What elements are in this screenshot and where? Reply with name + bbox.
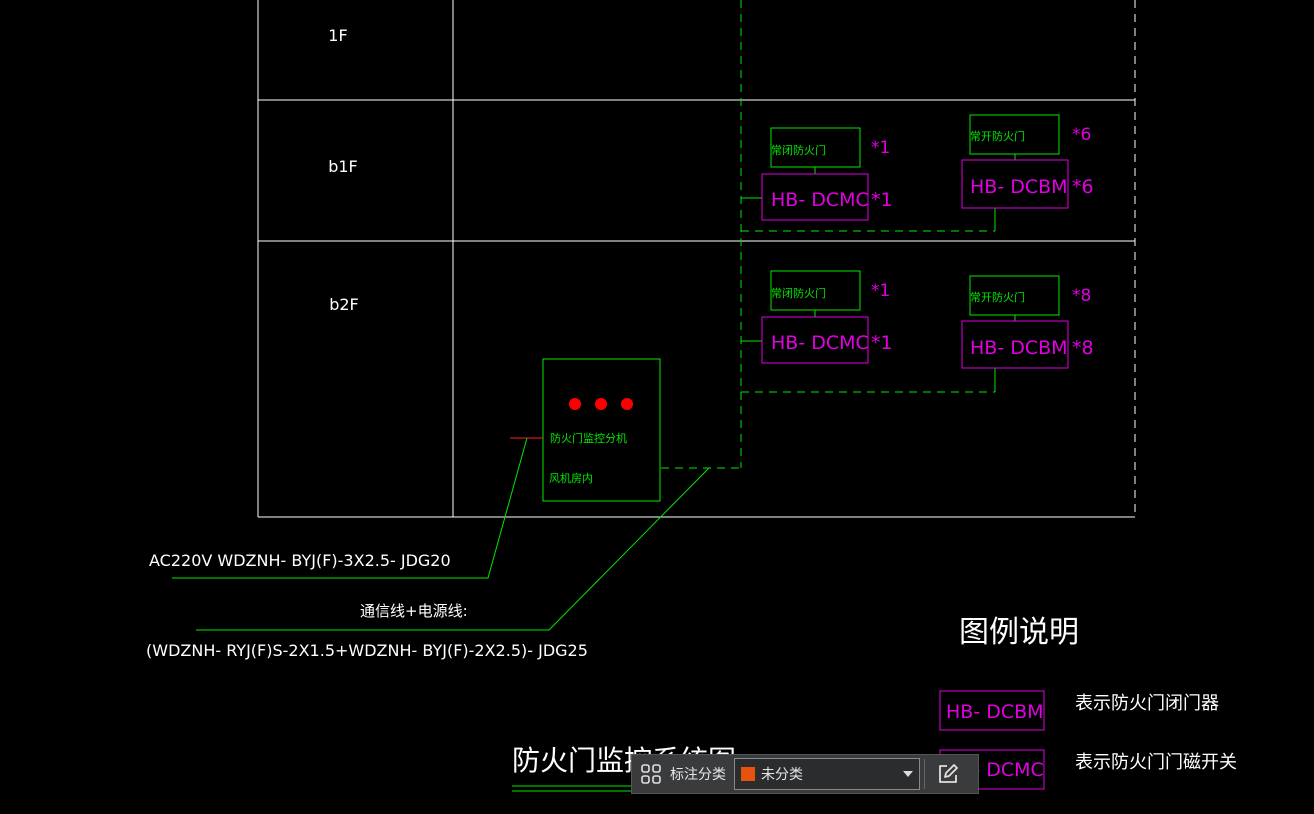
b1f-open-door-box [969, 114, 1060, 155]
annotation-toolbar: 标注分类 未分类 [631, 754, 979, 794]
b1f-dcmc-tag: HB- DCMC [771, 189, 869, 211]
b2f-open-door-box [969, 275, 1060, 316]
b1f-open-door-label: 常开防火门 [970, 129, 1025, 143]
floor-label-1f: 1F [328, 26, 347, 45]
b2f-dcbm-box [961, 320, 1069, 369]
indicator-led-2 [595, 398, 607, 410]
grid-icon[interactable] [632, 755, 670, 793]
legend-dcbm-tag: HB- DCBM [946, 701, 1044, 723]
toolbar-divider [924, 759, 925, 789]
controller-location: 风机房内 [549, 471, 593, 485]
b2f-dcmc-tag: HB- DCMC [771, 332, 869, 354]
controller-label: 防火门监控分机 [550, 431, 627, 445]
b2f-dcmc-mult: *1 [871, 332, 893, 354]
b1f-closed-door-label: 常闭防火门 [771, 143, 826, 157]
cable-leaders [172, 437, 710, 631]
b1f-dcbm-mult: *6 [1072, 176, 1094, 198]
b1f-dcbm-box [961, 159, 1069, 209]
b2f-closed-door-mult: *1 [871, 281, 890, 301]
category-color-swatch [741, 767, 755, 781]
b2f-closed-door-label: 常闭防火门 [771, 286, 826, 300]
category-select-value: 未分类 [761, 767, 803, 783]
comm-cable-label: 通信线+电源线: [360, 602, 468, 620]
b1f-device-group: 常闭防火门 *1 HB- DCMC *1 常开防火门 *6 HB- DCBM *… [761, 114, 1094, 221]
b2f-open-door-mult: *8 [1072, 286, 1091, 306]
chevron-down-icon [903, 771, 913, 777]
b2f-dcbm-mult: *8 [1072, 337, 1094, 359]
power-cable-spec: AC220V WDZNH- BYJ(F)-3X2.5- JDG20 [149, 551, 451, 570]
floor-label-b1f: b1F [328, 157, 358, 176]
category-select[interactable]: 未分类 [734, 758, 920, 790]
floor-label-b2f: b2F [329, 295, 359, 314]
b1f-open-door-mult: *6 [1072, 125, 1091, 145]
floor-table [257, 0, 1136, 518]
legend-dcmc-desc: 表示防火门门磁开关 [1075, 752, 1237, 773]
indicator-led-1 [569, 398, 581, 410]
legend-title: 图例说明 [959, 615, 1079, 650]
riser-solid-lines [741, 154, 1016, 392]
b2f-dcmc-box [761, 316, 869, 364]
b1f-closed-door-box [770, 127, 861, 168]
b2f-dcbm-tag: HB- DCBM [970, 337, 1068, 359]
indicator-led-3 [621, 398, 633, 410]
b2f-open-door-label: 常开防火门 [970, 290, 1025, 304]
legend-dcbm-box [939, 690, 1045, 731]
b1f-dcmc-mult: *1 [871, 189, 893, 211]
category-label: 标注分类 [670, 767, 726, 783]
b1f-dcbm-tag: HB- DCBM [970, 176, 1068, 198]
b2f-closed-door-box [770, 270, 861, 311]
edit-icon[interactable] [929, 755, 967, 793]
b1f-closed-door-mult: *1 [871, 138, 890, 158]
controller-box [542, 358, 661, 502]
riser-dashed-lines [661, 0, 995, 469]
comm-cable-spec: (WDZNH- RYJ(F)S-2X1.5+WDZNH- BYJ(F)-2X2.… [146, 641, 588, 660]
b1f-dcmc-box [761, 173, 869, 221]
controller-unit: 防火门监控分机 风机房内 [510, 358, 661, 502]
b2f-device-group: 常闭防火门 *1 HB- DCMC *1 常开防火门 *8 HB- DCBM *… [761, 270, 1094, 369]
legend-dcbm-desc: 表示防火门闭门器 [1075, 693, 1219, 714]
